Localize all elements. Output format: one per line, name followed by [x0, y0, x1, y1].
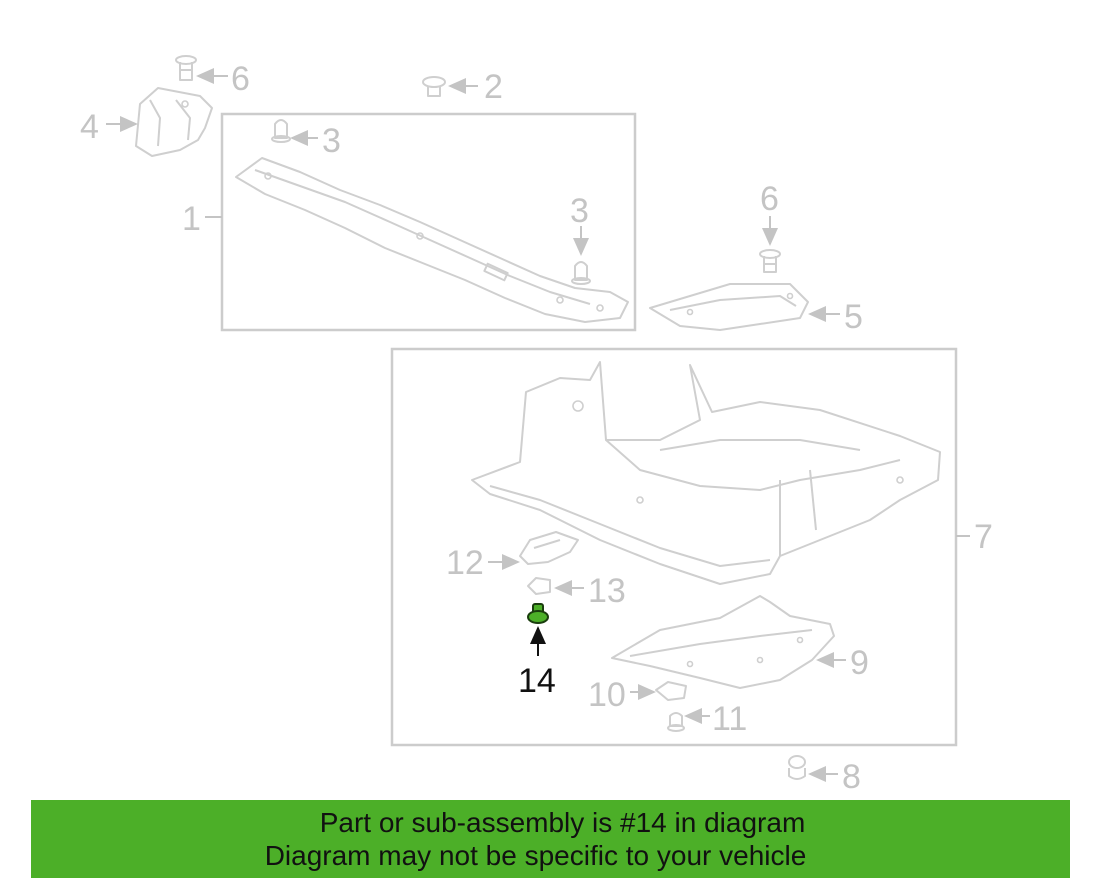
part-13-clip: [527, 577, 551, 595]
part-14-fastener-highlighted: [527, 603, 549, 624]
callout-4: 4: [80, 108, 99, 146]
callout-8: 8: [842, 758, 861, 796]
parts-diagram: 1 2 3 3 4 5 6 6 7 8 9 10 11 12 13 14: [80, 55, 993, 796]
group-box-upper: [220, 112, 637, 332]
callout-3-lower: 3: [570, 192, 589, 230]
callout-10: 10: [588, 676, 626, 714]
callout-14: 14: [518, 662, 556, 700]
part-3-fastener-upper: [271, 119, 291, 143]
callout-9: 9: [850, 644, 869, 682]
part-10-clip: [655, 681, 687, 701]
callout-12: 12: [446, 544, 484, 582]
part-9-rear-cover: [611, 595, 835, 689]
callout-2: 2: [484, 68, 503, 106]
part-5-cover: [649, 283, 809, 331]
part-11-fastener: [667, 712, 685, 732]
callout-6-right: 6: [760, 180, 779, 218]
part-8-fastener: [788, 755, 806, 780]
info-banner: Part or sub-assembly is #14 in diagram D…: [31, 800, 1070, 878]
callout-3-upper: 3: [322, 122, 341, 160]
callout-7: 7: [974, 518, 993, 556]
part-6-fastener-upper: [175, 55, 197, 81]
callout-11: 11: [712, 700, 747, 738]
banner-line-2: Diagram may not be specific to your vehi…: [264, 840, 807, 871]
part-12-bracket: [519, 531, 579, 565]
part-3-fastener-lower: [571, 261, 591, 285]
banner-line-1: Part or sub-assembly is #14 in diagram: [319, 807, 806, 838]
callout-6-upper: 6: [231, 60, 250, 98]
part-1-front-under-cover: [235, 157, 629, 323]
part-2-clip: [422, 76, 446, 97]
callout-5: 5: [844, 298, 863, 336]
group-box-lower: [390, 347, 958, 747]
part-4-bracket: [135, 87, 213, 157]
callout-1: 1: [182, 200, 201, 238]
part-7-engine-under-cover: [471, 361, 941, 585]
part-6-fastener-right: [759, 249, 781, 273]
callout-13: 13: [588, 572, 626, 610]
